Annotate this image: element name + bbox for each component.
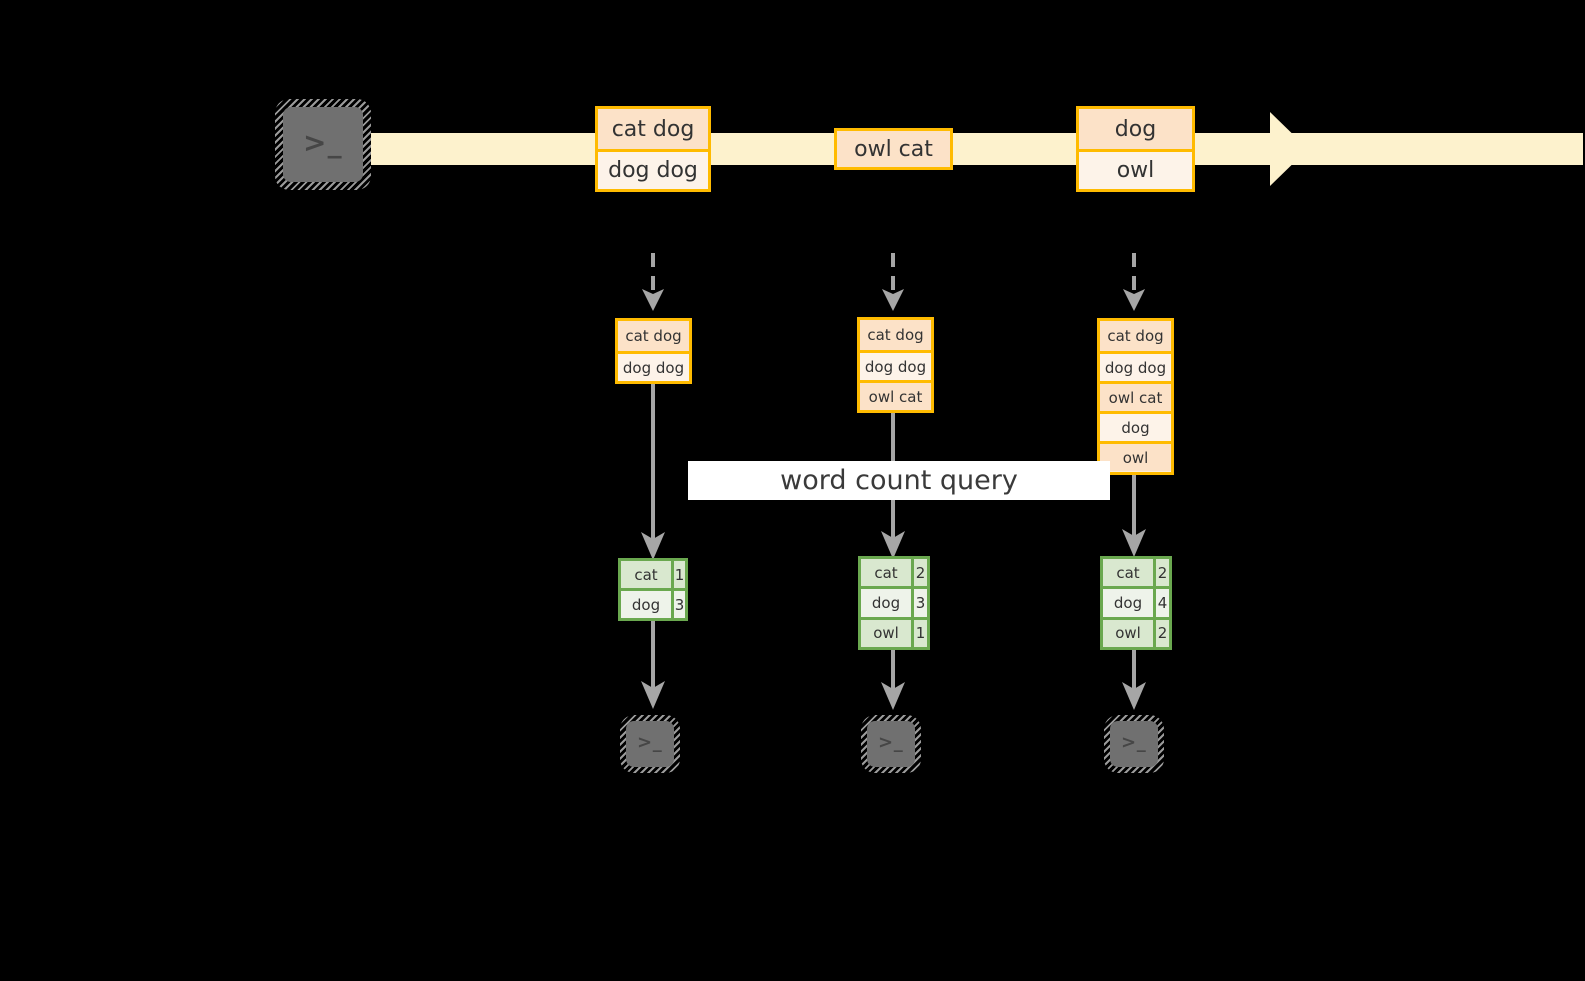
result-word-cell: cat: [861, 559, 911, 587]
result-row: owl 1: [861, 616, 927, 647]
accumulated-input-table[interactable]: cat dog dog dog owl cat: [857, 317, 934, 413]
terminal-face: [867, 721, 915, 767]
result-count-cell: 3: [671, 591, 685, 618]
sink-terminal-icon[interactable]: >_: [1102, 713, 1166, 775]
stream-batch-box[interactable]: dog owl: [1076, 106, 1195, 192]
stream-arrowhead: [1270, 112, 1308, 186]
word-count-result-table[interactable]: cat 2 dog 3 owl 1: [858, 556, 930, 650]
result-word-cell: owl: [1103, 619, 1153, 647]
result-count-cell: 2: [1153, 619, 1169, 647]
query-banner-label: word count query: [780, 465, 1018, 496]
input-table-row: cat dog: [618, 321, 689, 351]
input-table-row: dog dog: [860, 350, 931, 380]
result-word-cell: cat: [621, 561, 671, 588]
terminal-prompt-glyph: >_: [637, 732, 663, 753]
stream-batch-line: dog: [1079, 109, 1192, 149]
input-table-row: cat dog: [860, 320, 931, 350]
result-count-cell: 2: [911, 559, 927, 587]
result-word-cell: dog: [1103, 589, 1153, 617]
result-word-cell: owl: [861, 619, 911, 647]
terminal-face: [283, 107, 363, 182]
query-banner: word count query: [688, 461, 1110, 500]
sink-arrow: [878, 650, 908, 712]
terminal-face: [626, 721, 674, 767]
terminal-prompt-glyph: >_: [1121, 732, 1147, 753]
result-row: dog 3: [621, 588, 685, 618]
input-table-row: owl cat: [1100, 381, 1171, 411]
stream-band-segment-1: [366, 133, 1583, 165]
result-row: cat 1: [621, 561, 685, 588]
query-arrow: [1119, 475, 1149, 559]
input-table-row: owl cat: [860, 380, 931, 410]
stream-batch-line: cat dog: [598, 109, 708, 149]
input-table-row: dog dog: [1100, 351, 1171, 381]
query-arrow: [638, 384, 668, 562]
terminal-face: [1110, 721, 1158, 767]
result-row: dog 3: [861, 586, 927, 617]
result-row: dog 4: [1103, 586, 1169, 617]
word-count-result-table[interactable]: cat 1 dog 3: [618, 558, 688, 621]
result-count-cell: 2: [1153, 559, 1169, 587]
result-word-cell: dog: [621, 591, 671, 618]
result-count-cell: 3: [911, 589, 927, 617]
result-count-cell: 1: [911, 619, 927, 647]
stream-batch-line: dog dog: [598, 149, 708, 189]
ingest-dashed-arrow: [638, 253, 668, 318]
source-terminal-icon[interactable]: >_: [275, 99, 371, 190]
result-count-cell: 4: [1153, 589, 1169, 617]
sink-arrow: [1119, 650, 1149, 712]
terminal-prompt-glyph: >_: [303, 126, 343, 159]
sink-terminal-icon[interactable]: >_: [859, 713, 923, 775]
stream-batch-line: owl cat: [837, 131, 950, 167]
stream-batch-box[interactable]: cat dog dog dog: [595, 106, 711, 192]
result-word-cell: dog: [861, 589, 911, 617]
input-table-row: cat dog: [1100, 321, 1171, 351]
input-table-row: dog dog: [618, 351, 689, 381]
stream-batch-line: owl: [1079, 149, 1192, 189]
stream-batch-box[interactable]: owl cat: [834, 128, 953, 170]
sink-arrow: [638, 621, 668, 711]
result-row: cat 2: [861, 559, 927, 587]
accumulated-input-table[interactable]: cat dog dog dog: [615, 318, 692, 384]
accumulated-input-table[interactable]: cat dog dog dog owl cat dog owl: [1097, 318, 1174, 475]
sink-terminal-icon[interactable]: >_: [618, 713, 682, 775]
terminal-prompt-glyph: >_: [878, 732, 904, 753]
input-table-row: dog: [1100, 411, 1171, 441]
result-row: cat 2: [1103, 559, 1169, 587]
ingest-dashed-arrow: [1119, 253, 1149, 318]
ingest-dashed-arrow: [878, 253, 908, 318]
result-word-cell: cat: [1103, 559, 1153, 587]
input-table-row: owl: [1100, 441, 1171, 471]
result-row: owl 2: [1103, 616, 1169, 647]
word-count-result-table[interactable]: cat 2 dog 4 owl 2: [1100, 556, 1172, 650]
result-count-cell: 1: [671, 561, 685, 588]
